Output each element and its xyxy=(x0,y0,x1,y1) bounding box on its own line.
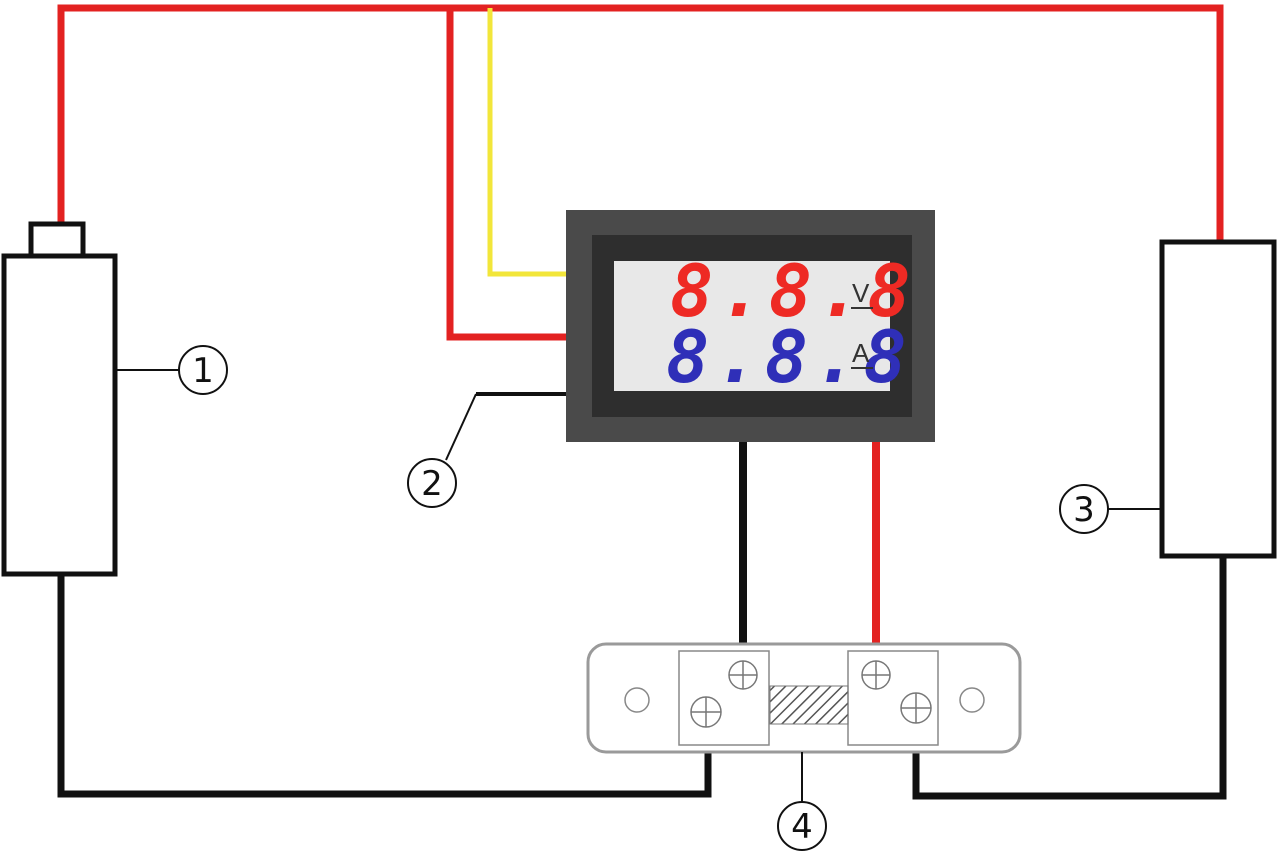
callout-3-label: 3 xyxy=(1073,490,1095,530)
voltage-sense-wire xyxy=(487,8,566,277)
negative-wire-source xyxy=(57,574,712,798)
current-unit-label: A xyxy=(852,338,870,368)
callouts: 1 2 3 4 xyxy=(115,345,1162,851)
load-body xyxy=(1159,239,1277,559)
callout-1-label: 1 xyxy=(192,351,214,391)
load xyxy=(1159,239,1277,559)
shunt-mount-hole-left xyxy=(624,687,650,713)
shunt-mount-hole-right xyxy=(959,687,985,713)
voltage-unit-label: V xyxy=(852,278,870,308)
callout-2-circle xyxy=(407,458,457,508)
callout-4-circle xyxy=(777,801,827,851)
wires xyxy=(57,4,1227,800)
battery-terminal-cap xyxy=(28,221,86,259)
callout-3-circle xyxy=(1059,484,1109,534)
volt-amp-meter: 8.8.8 8.8.8 V A xyxy=(566,210,935,442)
battery-body xyxy=(1,253,118,577)
shunt-resistive-element xyxy=(769,685,849,725)
shunt-terminal-block-left xyxy=(678,650,770,746)
power-source xyxy=(1,221,118,577)
lcd-screen xyxy=(614,261,890,391)
callout-4-label: 4 xyxy=(791,807,813,847)
voltage-readout: 8.8.8 xyxy=(670,249,917,333)
current-shunt xyxy=(586,642,1022,754)
shunt-screws xyxy=(690,660,932,728)
positive-wire-meter-power xyxy=(446,8,566,341)
current-readout: 8.8.8 xyxy=(666,315,913,399)
callout-1-circle xyxy=(178,345,228,395)
positive-wire-main xyxy=(57,4,1224,242)
callout-2-label: 2 xyxy=(421,464,443,504)
callout-2-leader xyxy=(445,393,477,461)
